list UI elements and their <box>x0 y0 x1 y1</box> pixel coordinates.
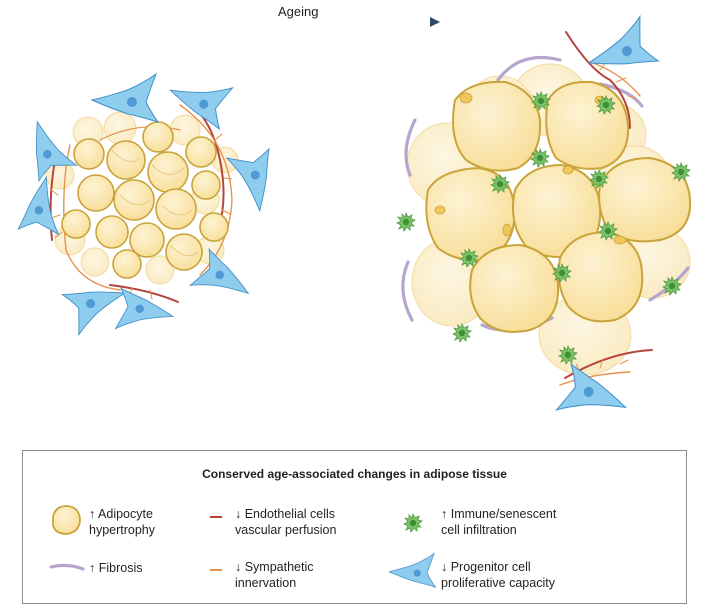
legend-item-sympathetic: ↓ Sympathetic innervation <box>235 559 314 591</box>
legend-item-label: proliferative capacity <box>441 576 555 590</box>
young-adipocytes <box>61 121 229 279</box>
legend-item-label: vascular perfusion <box>235 523 337 537</box>
ageing-diagram <box>17 15 692 433</box>
nerve-line-icon <box>210 569 222 571</box>
legend-item-label: ↓ Sympathetic <box>235 560 314 574</box>
legend-item-label: cell infiltration <box>441 523 517 537</box>
legend-item-label: ↓ Progenitor cell <box>441 560 531 574</box>
endothelial-line-icon <box>210 516 222 518</box>
progenitor-cell-icon <box>389 553 436 588</box>
legend-title: Conserved age-associated changes in adip… <box>202 467 507 481</box>
legend-box: Conserved age-associated changes in adip… <box>22 450 687 604</box>
legend-item-immune: ↑ Immune/senescent cell infiltration <box>441 506 556 538</box>
legend-item-label: hypertrophy <box>89 523 156 537</box>
adipocyte-icon <box>52 505 81 535</box>
immune-cell-icon <box>403 513 423 533</box>
legend-item-adipocyte: ↑ Adipocyte hypertrophy <box>89 506 155 538</box>
ageing-arrow <box>185 17 440 27</box>
young-adipose-tissue <box>17 67 280 339</box>
legend-item-endothelial: ↓ Endothelial cells vascular perfusion <box>235 506 336 538</box>
ageing-label: Ageing <box>278 4 319 19</box>
legend-item-label: ↑ Immune/senescent <box>441 507 557 521</box>
legend-item-label: innervation <box>235 576 297 590</box>
legend-item-progenitor: ↓ Progenitor cell proliferative capacity <box>441 559 555 591</box>
legend-item-label: ↑ Adipocyte <box>89 507 153 521</box>
fibrosis-icon <box>49 563 85 571</box>
aged-adipocytes <box>425 80 692 333</box>
legend-item-label: ↑ Fibrosis <box>89 561 143 575</box>
legend-item-label: ↓ Endothelial cells <box>235 507 336 521</box>
legend-item-fibrosis: ↑ Fibrosis <box>89 560 142 576</box>
aged-adipose-tissue <box>396 15 692 433</box>
